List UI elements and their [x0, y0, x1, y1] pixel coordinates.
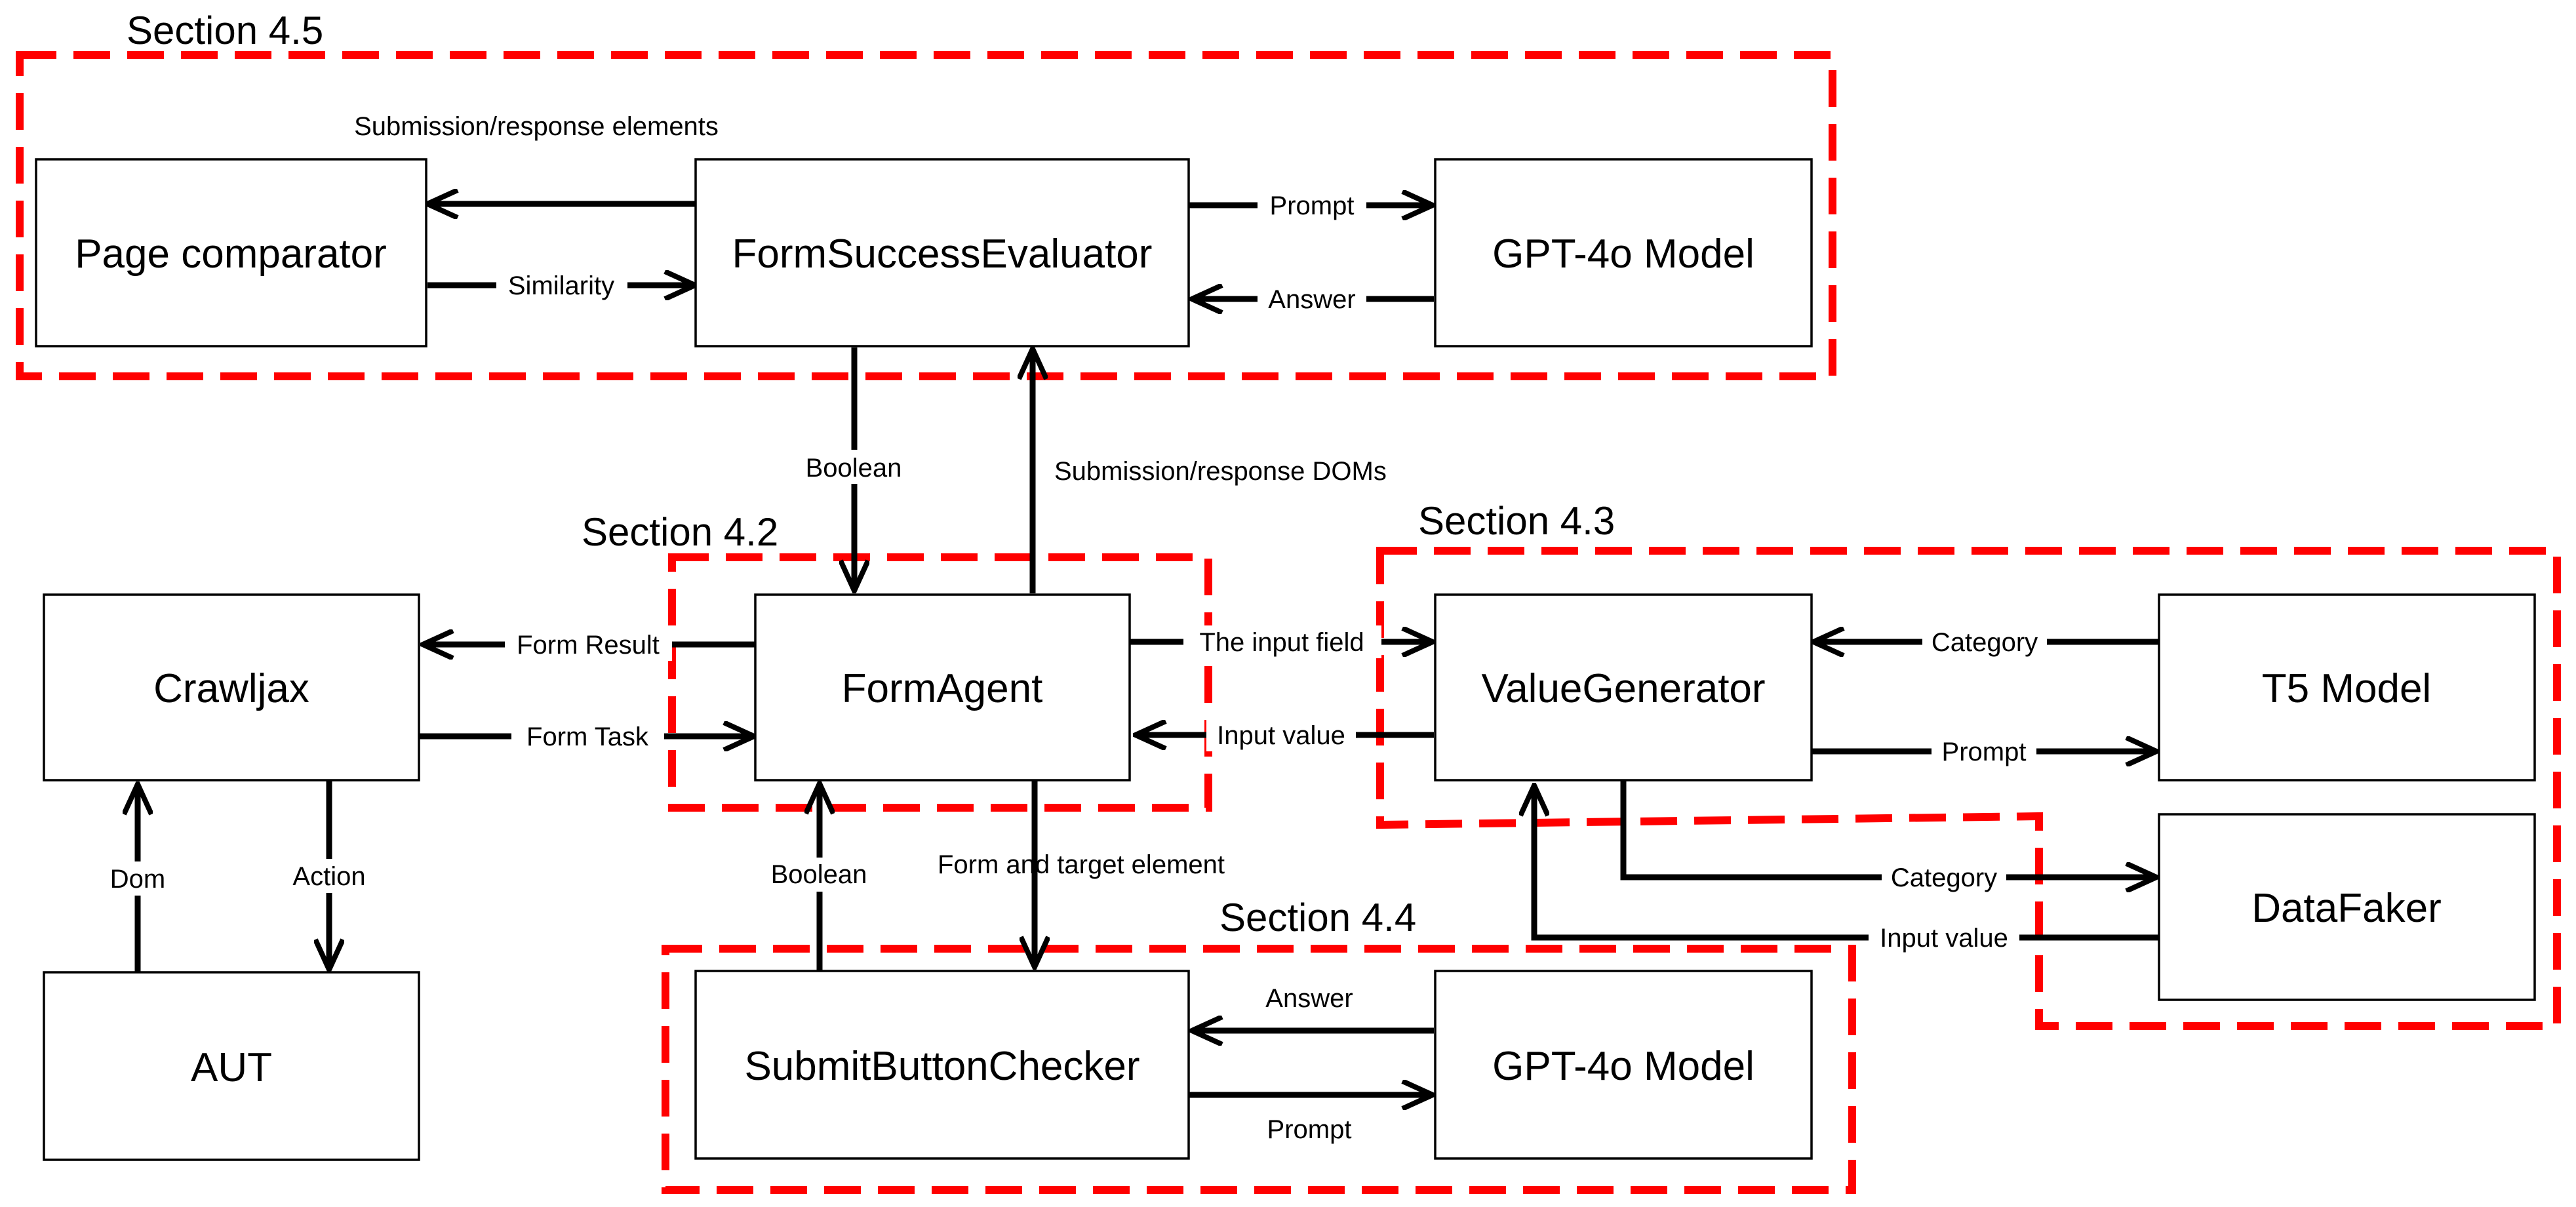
edge-boolean-top: Boolean	[793, 347, 915, 591]
edge-category-t5: Category	[1813, 625, 2159, 658]
edge-submission-response-elements: Submission/response elements	[354, 112, 719, 204]
edge-label-dom: Dom	[110, 865, 165, 894]
svg-text:AUT: AUT	[191, 1045, 272, 1090]
edge-label-boolean-bottom: Boolean	[771, 860, 867, 889]
edge-answer-top: Answer	[1192, 283, 1434, 315]
edge-submission-response-doms: Submission/response DOMs	[1033, 349, 1387, 593]
svg-text:Page comparator: Page comparator	[75, 231, 387, 277]
svg-text:ValueGenerator: ValueGenerator	[1481, 666, 1765, 711]
section-4-2-label: Section 4.2	[582, 510, 778, 554]
edge-label-prompt-t5: Prompt	[1942, 738, 2027, 766]
edge-label-similarity: Similarity	[508, 271, 614, 300]
edge-category-df: Category	[1620, 780, 2156, 894]
edge-label-prompt-top: Prompt	[1270, 191, 1355, 220]
edge-label-form-result: Form Result	[517, 631, 660, 660]
node-t5-model: T5 Model	[2158, 593, 2536, 782]
section-4-2-region: Section 4.2	[582, 510, 1212, 812]
svg-text:Crawljax: Crawljax	[153, 666, 309, 711]
svg-text:DataFaker: DataFaker	[2251, 886, 2441, 931]
node-form-agent: FormAgent	[754, 593, 1131, 782]
edge-label-answer-bottom: Answer	[1265, 984, 1353, 1013]
node-form-success-evaluator: FormSuccessEvaluator	[694, 158, 1190, 347]
node-datafaker: DataFaker	[2158, 813, 2536, 1001]
edge-label-boolean-top: Boolean	[806, 454, 902, 483]
edge-dom: Dom	[92, 784, 184, 974]
section-4-5-region: Section 4.5	[16, 9, 1836, 380]
node-aut: AUT	[43, 971, 420, 1161]
edge-action: Action	[269, 780, 389, 970]
svg-text:FormAgent: FormAgent	[842, 666, 1043, 711]
svg-text:T5 Model: T5 Model	[2262, 666, 2431, 711]
edge-label-submission-response-doms: Submission/response DOMs	[1054, 457, 1387, 486]
edge-label-action: Action	[292, 862, 365, 891]
edge-prompt-t5: Prompt	[1810, 735, 2156, 768]
node-page-comparator: Page comparator	[35, 158, 427, 347]
edge-input-value-vg: Input value	[1136, 719, 1434, 751]
edge-label-submission-response-elements: Submission/response elements	[354, 112, 719, 141]
edge-form-result: Form Result	[423, 628, 756, 661]
edge-prompt-bottom: Prompt	[1187, 1095, 1433, 1144]
svg-text:SubmitButtonChecker: SubmitButtonChecker	[744, 1044, 1139, 1089]
edge-label-form-task: Form Task	[526, 722, 649, 751]
node-crawljax: Crawljax	[43, 593, 420, 782]
edge-the-input-field: The input field	[1129, 625, 1433, 658]
section-4-5-label: Section 4.5	[127, 9, 323, 52]
edge-boolean-bottom: Boolean	[757, 783, 882, 970]
node-submit-button-checker: SubmitButtonChecker	[694, 970, 1190, 1160]
edge-label-prompt-bottom: Prompt	[1267, 1115, 1352, 1144]
svg-text:GPT-4o Model: GPT-4o Model	[1492, 1044, 1754, 1089]
section-4-4-label: Section 4.4	[1219, 896, 1416, 940]
edge-label-the-input-field: The input field	[1199, 628, 1364, 657]
section-4-3-label: Section 4.3	[1418, 499, 1615, 543]
node-value-generator: ValueGenerator	[1434, 593, 1813, 782]
edge-similarity: Similarity	[427, 269, 695, 302]
edge-label-category-t5: Category	[1932, 628, 2038, 657]
edge-answer-bottom: Answer	[1192, 984, 1434, 1031]
edge-form-task: Form Task	[418, 720, 754, 753]
edge-input-value-df: Input value	[1534, 785, 2159, 954]
edge-label-input-value-vg: Input value	[1217, 721, 1345, 750]
edge-form-and-target: Form and target element	[938, 780, 1225, 967]
edge-prompt-top: Prompt	[1187, 189, 1433, 222]
edge-label-input-value-df: Input value	[1880, 924, 2008, 953]
node-gpt-4o-model-bottom: GPT-4o Model	[1434, 970, 1813, 1160]
section-4-3-region: Section 4.3	[1376, 499, 2561, 1030]
edge-label-answer-top: Answer	[1268, 285, 1355, 314]
edge-label-form-and-target: Form and target element	[938, 850, 1225, 879]
section-4-4-region: Section 4.4	[662, 896, 1856, 1194]
edge-label-category-df: Category	[1891, 863, 1997, 892]
node-gpt-4o-model-top: GPT-4o Model	[1434, 158, 1813, 347]
svg-text:FormSuccessEvaluator: FormSuccessEvaluator	[732, 231, 1153, 277]
svg-text:GPT-4o Model: GPT-4o Model	[1492, 231, 1754, 277]
